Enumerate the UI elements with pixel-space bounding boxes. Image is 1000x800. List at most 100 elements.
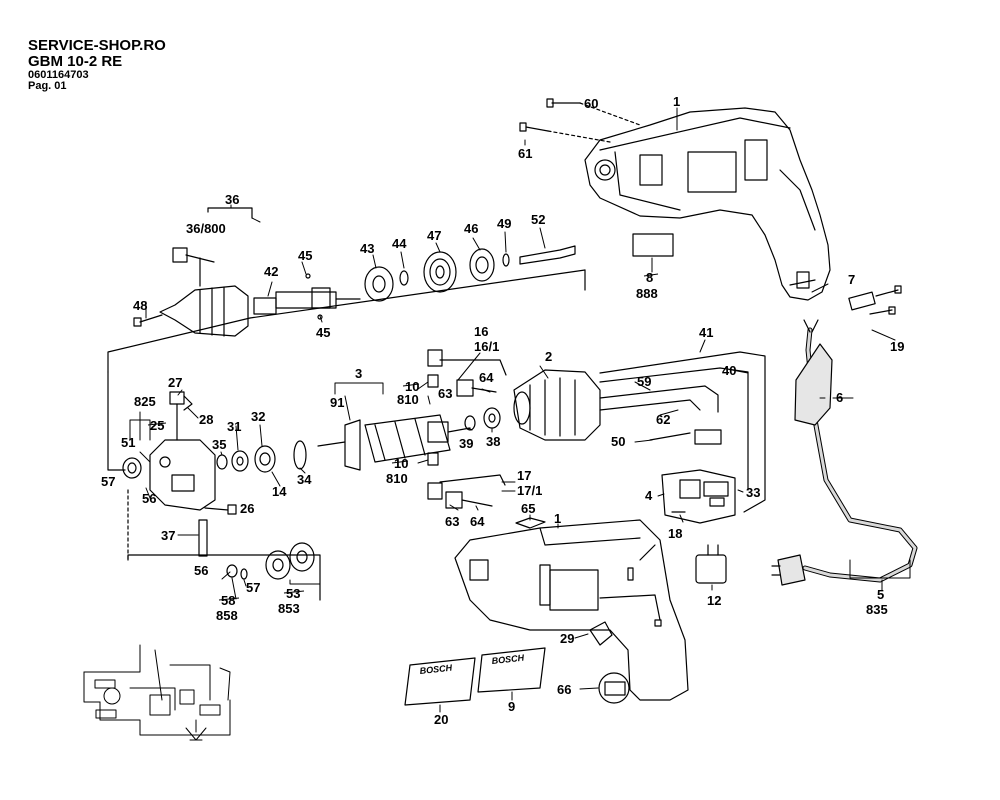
callout-42: 42: [264, 264, 278, 279]
callout-810a: 810: [397, 392, 419, 407]
callout-1-top: 1: [673, 94, 680, 109]
brush-holder-lower: [427, 452, 506, 509]
callout-19: 19: [890, 339, 904, 354]
cable-clamp-7: [848, 285, 902, 315]
callout-47: 47: [427, 228, 441, 243]
chuck-assembly: [133, 207, 576, 337]
callout-16: 16: [474, 324, 488, 339]
callout-56a: 56: [142, 491, 156, 506]
field-coil-2: [513, 369, 601, 441]
callout-50: 50: [611, 434, 625, 449]
callout-8: 8: [646, 270, 653, 285]
callout-4: 4: [645, 488, 653, 503]
callout-56b: 56: [194, 563, 208, 578]
housing-bottom: [454, 519, 689, 701]
callout-888: 888: [636, 286, 658, 301]
callout-10a: 10: [405, 379, 419, 394]
callout-62: 62: [656, 412, 670, 427]
callout-57b: 57: [246, 580, 260, 595]
callout-2: 2: [545, 349, 552, 364]
pin-37: [198, 519, 208, 557]
housing-top: [584, 107, 831, 301]
page-header: SERVICE-SHOP.RO GBM 10-2 RE 0601164703 P…: [28, 38, 166, 93]
callout-31: 31: [227, 419, 241, 434]
callout-59: 59: [637, 374, 651, 389]
part-number: 0601164703: [28, 68, 89, 81]
callout-49: 49: [497, 216, 511, 231]
label-65: [515, 517, 546, 529]
gear-group-bracket: [107, 371, 126, 471]
callout-1-mid: 1: [554, 511, 561, 526]
wiring-schematic: [83, 644, 231, 741]
callout-65: 65: [521, 501, 535, 516]
callout-51: 51: [121, 435, 135, 450]
callout-48: 48: [133, 298, 147, 313]
chuck-group-frame: [107, 317, 251, 373]
callout-26: 26: [240, 501, 254, 516]
brand-label-left: BOSCH: [419, 663, 453, 676]
callout-825: 825: [134, 394, 156, 409]
callout-64a: 64: [479, 370, 494, 385]
callout-28: 28: [199, 412, 213, 427]
cable-5: [771, 319, 918, 586]
callout-3: 3: [355, 366, 362, 381]
callout-58: 58: [221, 593, 235, 608]
callout-7: 7: [848, 272, 855, 287]
screw-26: [204, 504, 237, 515]
gear-housing-51: [122, 439, 216, 511]
callout-18: 18: [668, 526, 682, 541]
callout-27: 27: [168, 375, 182, 390]
callout-numbers: 60 1 61 36 36/800 45 43 44 47 46 49 52 4…: [101, 94, 904, 727]
callout-858: 858: [216, 608, 238, 623]
callout-38: 38: [486, 434, 500, 449]
callout-63a: 63: [438, 386, 452, 401]
callout-43: 43: [360, 241, 374, 256]
callout-14: 14: [272, 484, 287, 499]
callout-36-800: 36/800: [186, 221, 226, 236]
model-name: GBM 10-2 RE: [28, 52, 123, 70]
bearings-31-35: [216, 440, 307, 473]
callout-53: 53: [286, 586, 300, 601]
wires: [599, 351, 766, 513]
callout-17-1: 17/1: [517, 483, 542, 498]
callout-10b: 10: [394, 456, 408, 471]
gear-group-53: [226, 542, 315, 580]
callout-34: 34: [297, 472, 312, 487]
page-number: Pag. 01: [28, 80, 67, 93]
callout-63b: 63: [445, 514, 459, 529]
leader-lines: [129, 107, 911, 713]
callout-91: 91: [330, 395, 344, 410]
screw-60: [546, 98, 641, 126]
label-plate-20: [404, 657, 476, 706]
brand-label-right: BOSCH: [491, 653, 525, 666]
callout-44: 44: [392, 236, 407, 251]
shop-name: SERVICE-SHOP.RO: [28, 37, 166, 54]
brush-holder-upper: [427, 349, 507, 397]
label-plate-9: [477, 647, 546, 693]
callout-32: 32: [251, 409, 265, 424]
callout-60: 60: [584, 96, 598, 111]
callout-57a: 57: [101, 474, 115, 489]
callout-45b: 45: [316, 325, 330, 340]
callout-45a: 45: [298, 248, 312, 263]
callout-64b: 64: [470, 514, 485, 529]
callout-33: 33: [746, 485, 760, 500]
callout-36: 36: [225, 192, 239, 207]
callout-41: 41: [699, 325, 713, 340]
callout-835: 835: [866, 602, 888, 617]
capacitor-12: [695, 544, 727, 584]
callout-16-1: 16/1: [474, 339, 499, 354]
callout-37: 37: [161, 528, 175, 543]
armature-3: [317, 407, 501, 471]
callout-853: 853: [278, 601, 300, 616]
callout-29: 29: [560, 631, 574, 646]
callout-6: 6: [836, 390, 843, 405]
callout-20: 20: [434, 712, 448, 727]
switch-4: [661, 429, 736, 524]
callout-52: 52: [531, 212, 545, 227]
callout-46: 46: [464, 221, 478, 236]
callout-810b: 810: [386, 471, 408, 486]
lock-button-29: [589, 621, 613, 646]
callout-39: 39: [459, 436, 473, 451]
